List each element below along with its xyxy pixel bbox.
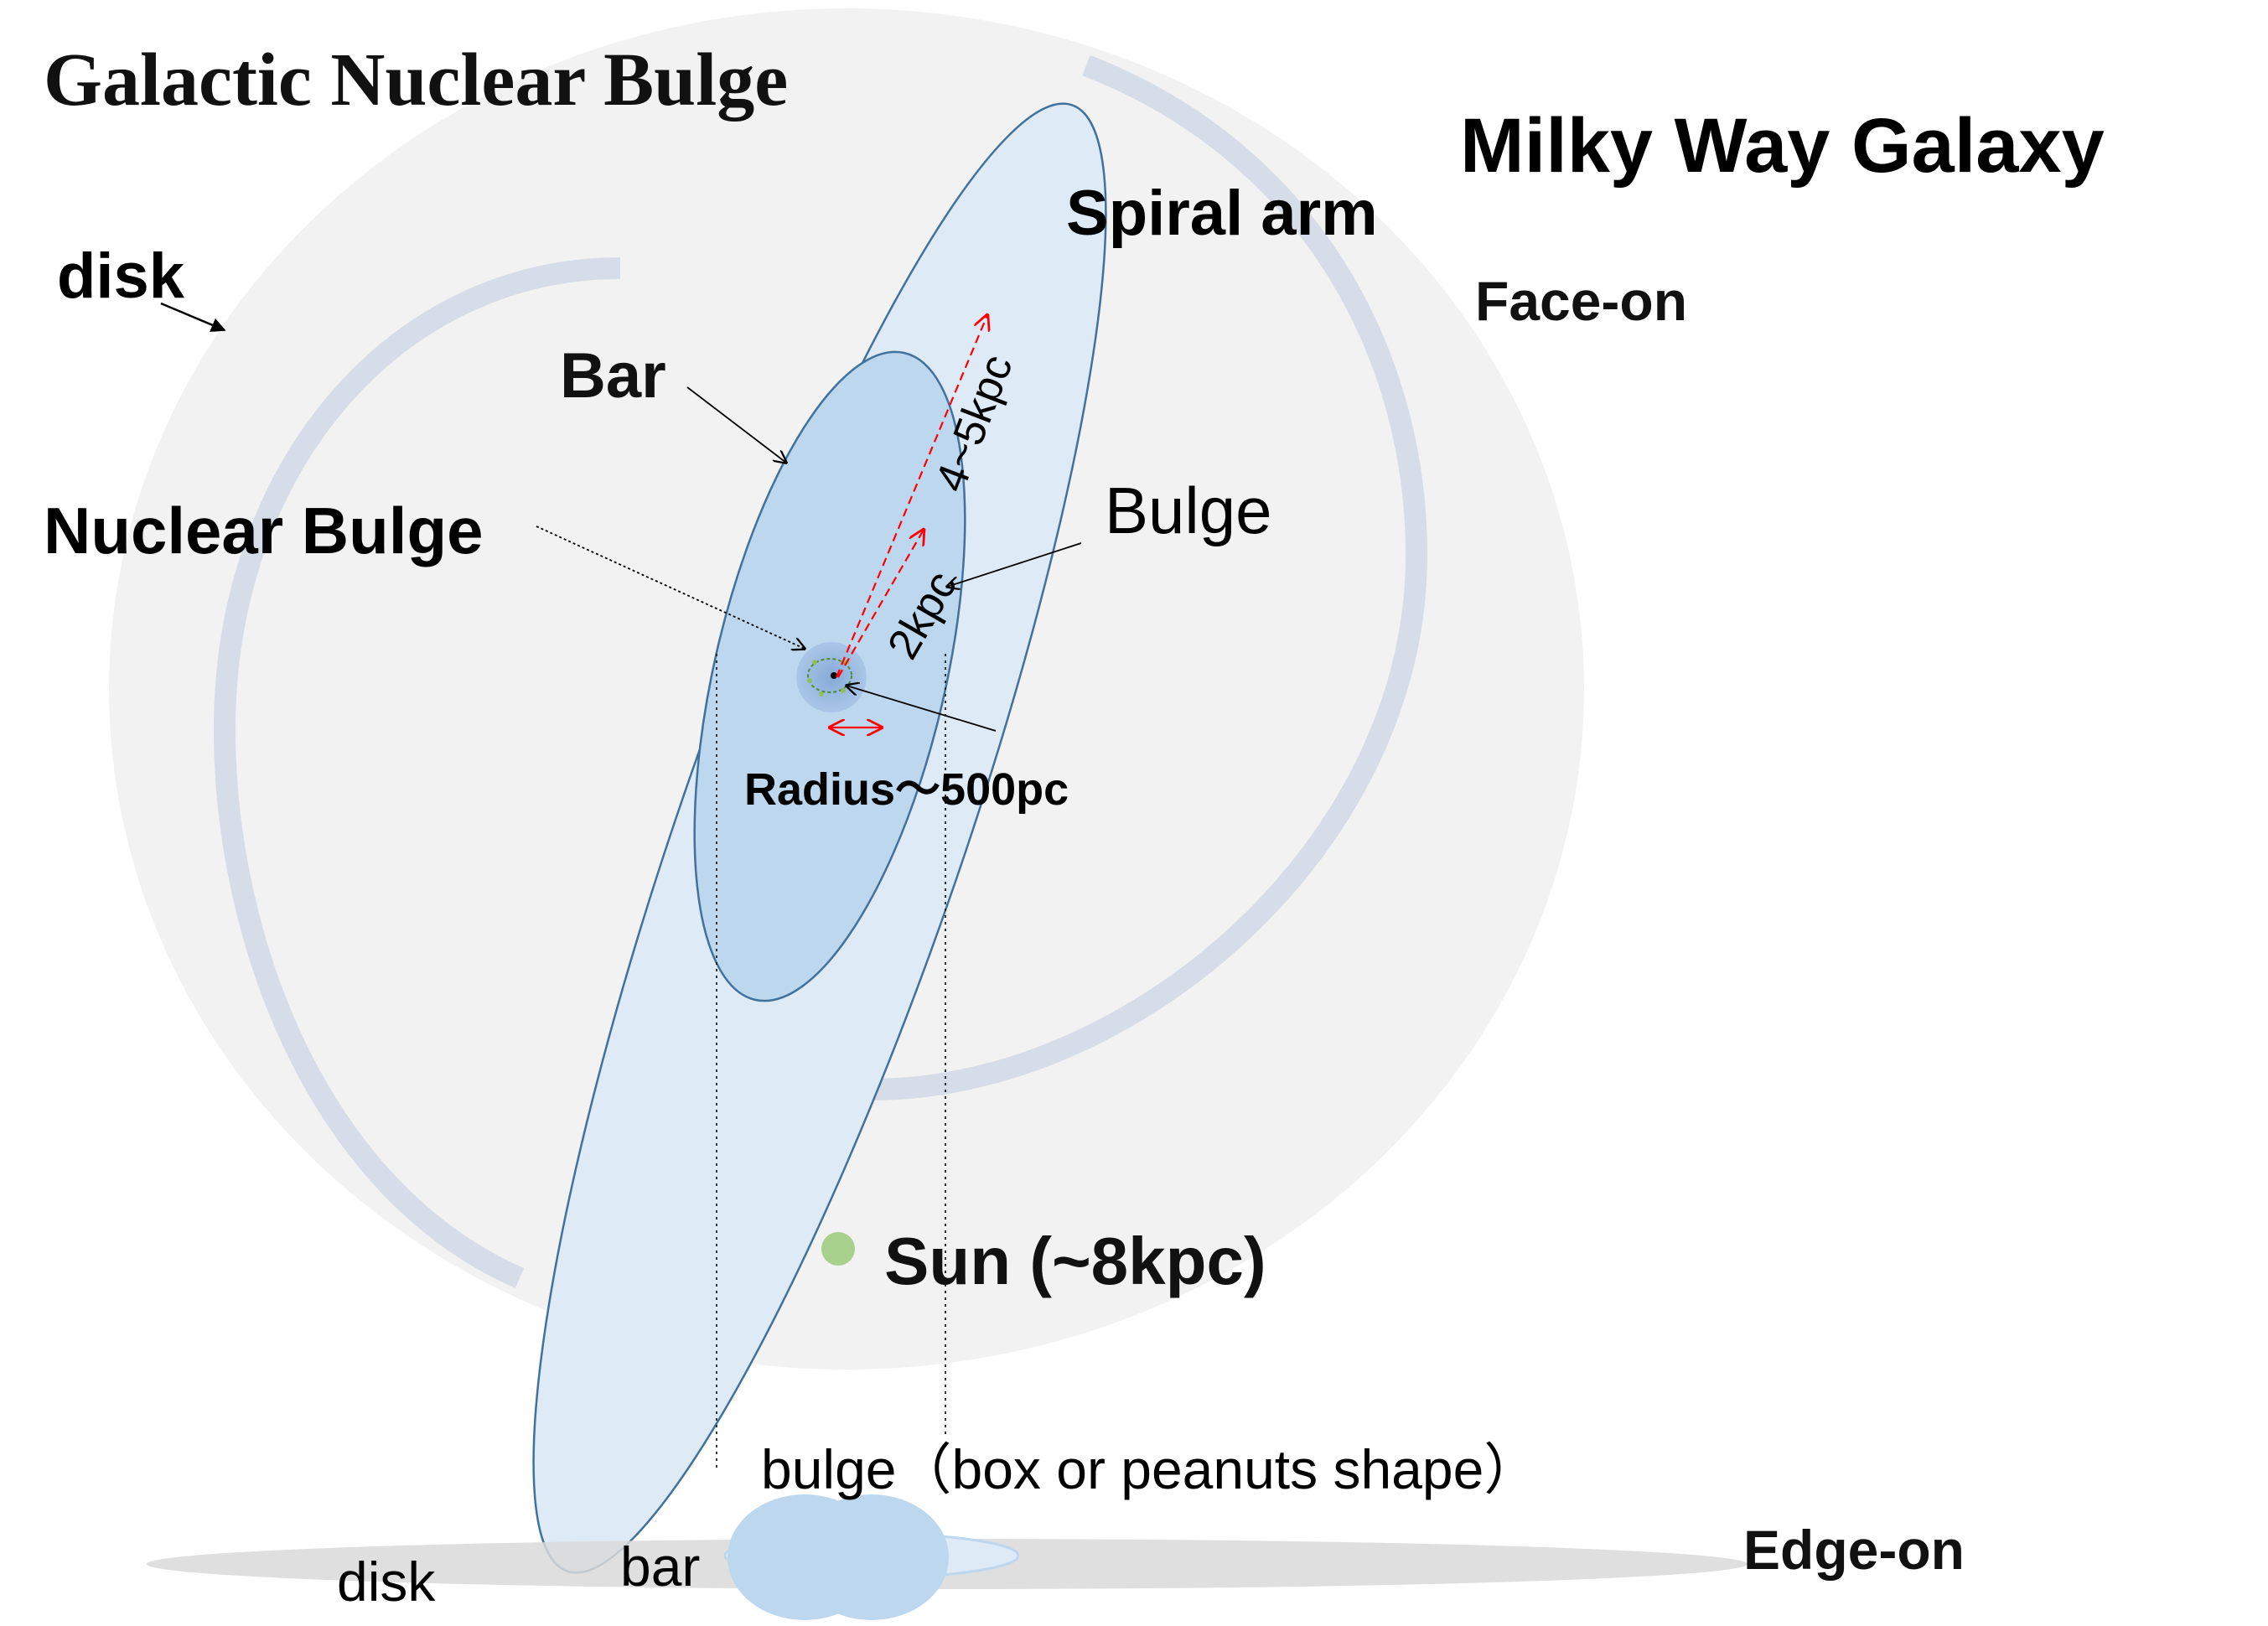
disk-pointer [160,302,226,332]
diagram-title: Galactic Nuclear Bulge [44,39,788,122]
spiral-arm-inner [213,257,621,1288]
spiral-arm-label: Spiral arm [1066,178,1378,249]
face-on-label: Face-on [1475,270,1687,332]
nuclear-star [841,688,846,693]
edge-on-bulge-right [795,1494,949,1620]
sun-marker [821,1232,855,1266]
edge-bar-label: bar [620,1535,700,1598]
sun-label: Sun (~8kpc) [884,1224,1266,1298]
edge-on-label: Edge-on [1743,1519,1965,1581]
bulge-length-arrow [837,530,924,678]
bar-label: Bar [560,340,666,412]
bulge-pointer [947,542,1082,587]
nuclear-ring [807,658,852,693]
nuclear-star [812,660,817,665]
nuclear-star [819,691,824,696]
nuclear-radius-label: Radius～500pc [744,764,1069,815]
disk-label: disk [57,241,185,312]
nuclear-star [807,678,812,683]
nuclear-bulge-label: Nuclear Bulge [44,494,483,567]
bar-pointer [686,386,786,463]
galaxy-name: Milky Way Galaxy [1460,103,2105,189]
edge-disk-label: disk [337,1551,436,1613]
nuclear-bulge-pointer [536,526,805,649]
bar-length-arrow [835,315,987,678]
bulge-label: Bulge [1105,474,1272,547]
radius-pointer [847,686,997,732]
galactic-center [831,672,837,679]
edge-bulge-label: bulge（box or peanuts shape） [761,1438,1539,1500]
